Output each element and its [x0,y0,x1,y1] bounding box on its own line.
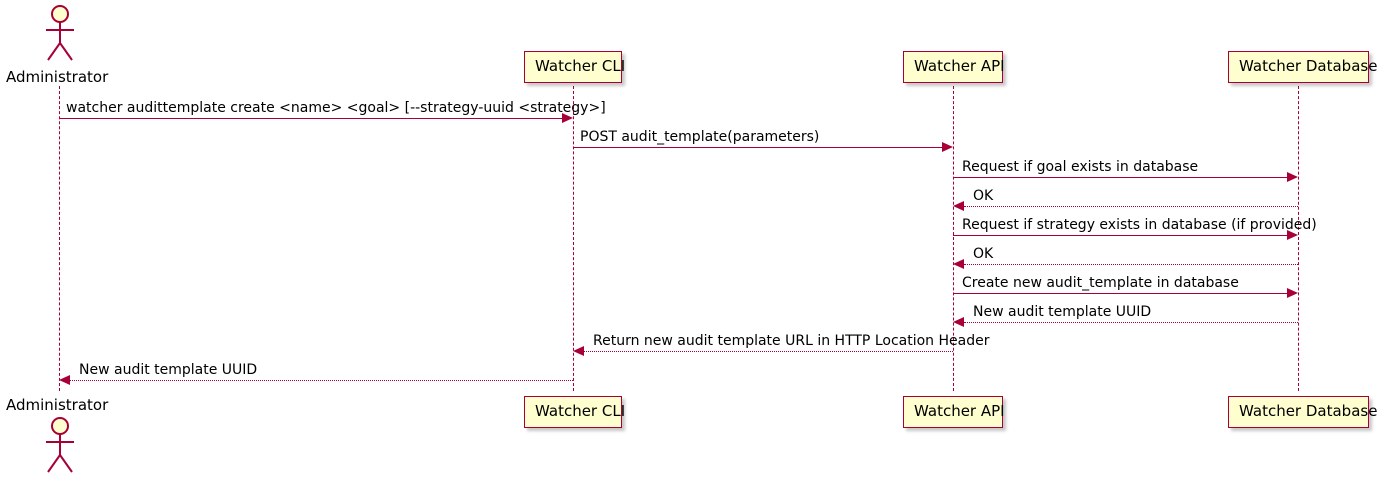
message-line-2 [573,147,942,148]
message-arrowhead-3 [1287,172,1298,182]
message-line-3 [953,177,1287,178]
participant-watcher-api-bottom[interactable]: Watcher API [903,396,1005,428]
participant-watcher-database-bottom[interactable]: Watcher Database [1228,396,1377,428]
actor-administrator-top-label: Administrator [6,68,109,86]
message-arrowhead-10 [59,375,70,385]
message-label-4: OK [973,188,994,204]
participant-watcher-api-top[interactable]: Watcher API [903,51,1005,83]
message-arrowhead-2 [942,142,953,152]
message-arrowhead-1 [562,113,573,123]
message-line-10 [70,380,573,381]
message-line-5 [953,235,1287,236]
message-arrowhead-4 [953,201,964,211]
message-line-4 [964,206,1298,207]
lifeline-watcher-cli [573,86,574,391]
participant-watcher-cli-top[interactable]: Watcher CLI [524,51,625,83]
actor-administrator-top-icon [34,2,86,64]
lifeline-watcher-database [1298,86,1299,391]
message-line-9 [584,351,953,352]
actor-administrator-bottom-icon [34,414,86,476]
message-arrowhead-7 [1287,288,1298,298]
message-label-6: OK [973,246,994,262]
lifeline-administrator [59,86,60,391]
message-label-2: POST audit_template(parameters) [580,129,820,145]
message-arrowhead-9 [573,346,584,356]
message-line-6 [964,264,1298,265]
message-label-1: watcher audittemplate create <name> <goa… [66,100,606,116]
message-arrowhead-8 [953,317,964,327]
lifeline-watcher-api [953,86,954,391]
message-arrowhead-5 [1287,230,1298,240]
message-label-8: New audit template UUID [973,304,1152,320]
message-line-8 [964,322,1298,323]
participant-watcher-cli-bottom[interactable]: Watcher CLI [524,396,625,428]
message-label-10: New audit template UUID [79,362,258,378]
message-arrowhead-6 [953,259,964,269]
actor-administrator-bottom-label: Administrator [6,396,109,414]
message-label-7: Create new audit_template in database [962,275,1239,291]
message-label-3: Request if goal exists in database [962,159,1199,175]
participant-watcher-database-top[interactable]: Watcher Database [1228,51,1377,83]
message-line-1 [59,118,562,119]
message-label-9: Return new audit template URL in HTTP Lo… [593,333,990,349]
message-label-5: Request if strategy exists in database (… [962,217,1317,233]
message-line-7 [953,293,1287,294]
